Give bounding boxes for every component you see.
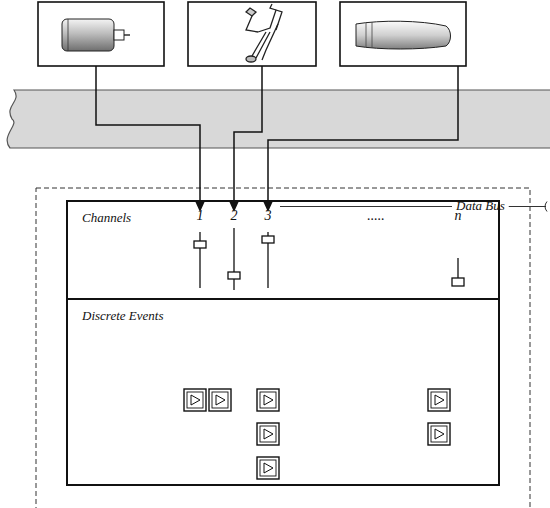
bus-label: Data Bus: [456, 199, 505, 213]
signal-wires: [96, 66, 458, 202]
panel-heading: Channels: [82, 211, 131, 225]
channel-number: 1: [197, 208, 204, 223]
motor-icon: [62, 19, 130, 51]
linkage-icon: [246, 4, 282, 62]
device-box: [188, 2, 316, 66]
bus-line: [280, 202, 547, 212]
channel-number: 3: [265, 208, 272, 223]
handle-icon: [356, 21, 451, 49]
device-box: [340, 2, 466, 66]
ellipsis: .....: [367, 208, 385, 223]
channel-number: 2: [231, 208, 238, 223]
device-box: [38, 2, 164, 66]
dashed-region: [36, 188, 530, 508]
panel-heading: Discrete Events: [82, 309, 163, 323]
channels-panel: Channels: [66, 200, 500, 300]
channel-number: n: [455, 208, 462, 223]
event-buttons: [184, 389, 450, 479]
channel-sliders: [194, 228, 464, 290]
